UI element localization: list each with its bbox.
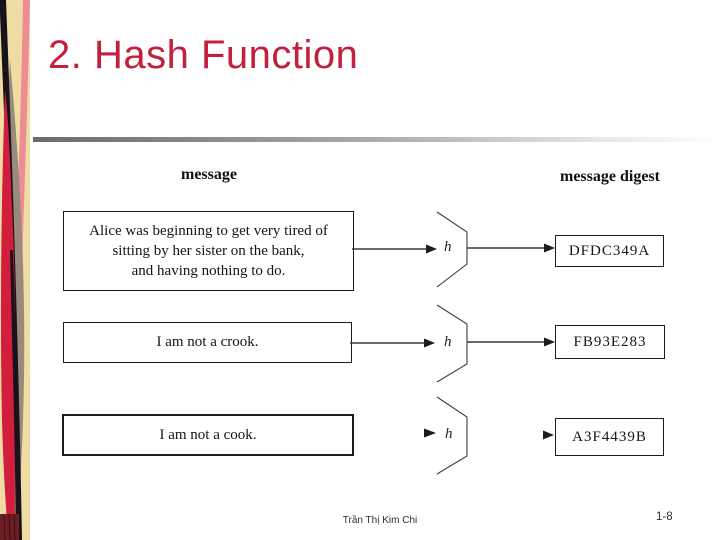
hash-funnel-shape [436,304,468,383]
column-label-message: message [181,166,237,183]
message-box-3: I am not a cook. [62,414,354,456]
arrowhead-icon [544,243,555,253]
message-line: sitting by her sister on the bank, [112,242,305,259]
column-label-message-digest: message digest [560,168,660,185]
arrowhead-icon [424,338,435,348]
digest-box-3: A3F4439B [555,418,664,456]
hash-function-label: h [444,334,452,350]
arrowhead-icon [424,428,436,438]
hash-funnel-shape [436,211,468,288]
side-decoration [0,0,30,540]
digest-value: A3F4439B [572,428,647,445]
title-divider [33,137,720,142]
digest-box-2: FB93E283 [555,325,665,359]
arrowhead-icon [543,430,554,440]
message-line: I am not a crook. [156,334,259,351]
hash-function-label: h [445,426,453,442]
page-title: 2. Hash Function [48,33,359,77]
message-line: and having nothing to do. [131,263,286,280]
footer-author: Trần Thị Kim Chi [342,515,418,526]
digest-value: DFDC349A [568,242,651,259]
digest-value: FB93E283 [573,333,647,350]
message-line: I am not a cook. [159,426,257,443]
strip-black-accent [10,250,19,540]
page-number: 1-8 [656,511,673,523]
strip-maroon-texture [3,513,16,540]
message-box-2: I am not a crook. [63,322,352,363]
hash-function-label: h [444,239,452,255]
arrowhead-icon [426,244,437,254]
digest-box-1: DFDC349A [555,235,664,267]
message-line: Alice was beginning to get very tired of [89,222,328,239]
strip-red-leaf [1,90,16,540]
message-box-1: Alice was beginning to get very tired of… [63,211,354,291]
arrowhead-icon [544,337,555,347]
